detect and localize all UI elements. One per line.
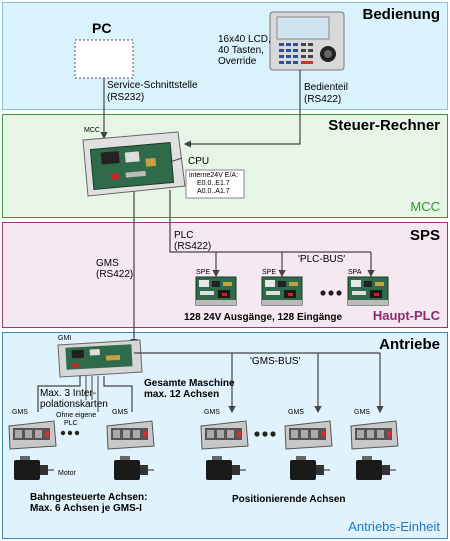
- positioning-axes-label: Positionierende Achsen: [232, 494, 346, 505]
- gms-bus-label: 'GMS-BUS': [250, 356, 301, 367]
- drive-label-2: GMS: [112, 409, 128, 417]
- ohne-plc-line1: Ohne eigene: [56, 412, 96, 420]
- mcc-board-label: MCC: [84, 127, 100, 135]
- drive-label-4: GMS: [288, 409, 304, 417]
- bedienteil-spec-line2: 40 Tasten,: [218, 45, 264, 56]
- pc-interface-line2: (RS232): [107, 92, 144, 103]
- mcc-io-line2: E0.0..E1.7: [197, 180, 230, 188]
- pc-label: PC: [92, 20, 111, 36]
- drive-label-1: GMS: [12, 409, 28, 417]
- sps-module-label-2: SPE: [262, 269, 276, 277]
- plc-label-line2: (RS422): [174, 241, 211, 252]
- ohne-plc-line2: PLC: [64, 420, 78, 428]
- motor-label: Motor: [58, 470, 76, 478]
- pc-interface-line1: Service-Schnittstelle: [107, 80, 198, 91]
- bedienteil-label-line1: Bedienteil: [304, 82, 348, 93]
- bedienteil-spec-line1: 16x40 LCD,: [218, 34, 271, 45]
- plc-bus-label: 'PLC-BUS': [298, 254, 345, 265]
- machine-line1: Gesamte Maschine: [144, 378, 235, 389]
- machine-line2: max. 12 Achsen: [144, 389, 219, 400]
- sps-module-label-3: SPA: [348, 269, 362, 277]
- gms-label-line2: (RS422): [96, 269, 133, 280]
- path-axes-line2: Max. 6 Achsen je GMS-I: [30, 503, 142, 514]
- mcc-io-line1: interne24V E/A:: [189, 172, 238, 180]
- sps-module-label-1: SPE: [196, 269, 210, 277]
- cpu-label: CPU: [188, 156, 209, 167]
- gms-label-line1: GMS: [96, 258, 119, 269]
- bedienteil-spec-line3: Override: [218, 56, 256, 67]
- mcc-io-line3: A0.0..A1.7: [197, 188, 230, 196]
- plc-label-line1: PLC: [174, 230, 193, 241]
- bedienteil-label-line2: (RS422): [304, 94, 341, 105]
- interp-line1: Max. 3 Inter-: [40, 388, 96, 399]
- drive-label-3: GMS: [204, 409, 220, 417]
- gmi-label: GMI: [58, 335, 71, 343]
- drive-label-5: GMS: [354, 409, 370, 417]
- path-axes-line1: Bahngesteuerte Achsen:: [30, 492, 147, 503]
- sps-summary: 128 24V Ausgänge, 128 Eingänge: [184, 312, 342, 323]
- interp-line2: polationskarten: [40, 399, 108, 410]
